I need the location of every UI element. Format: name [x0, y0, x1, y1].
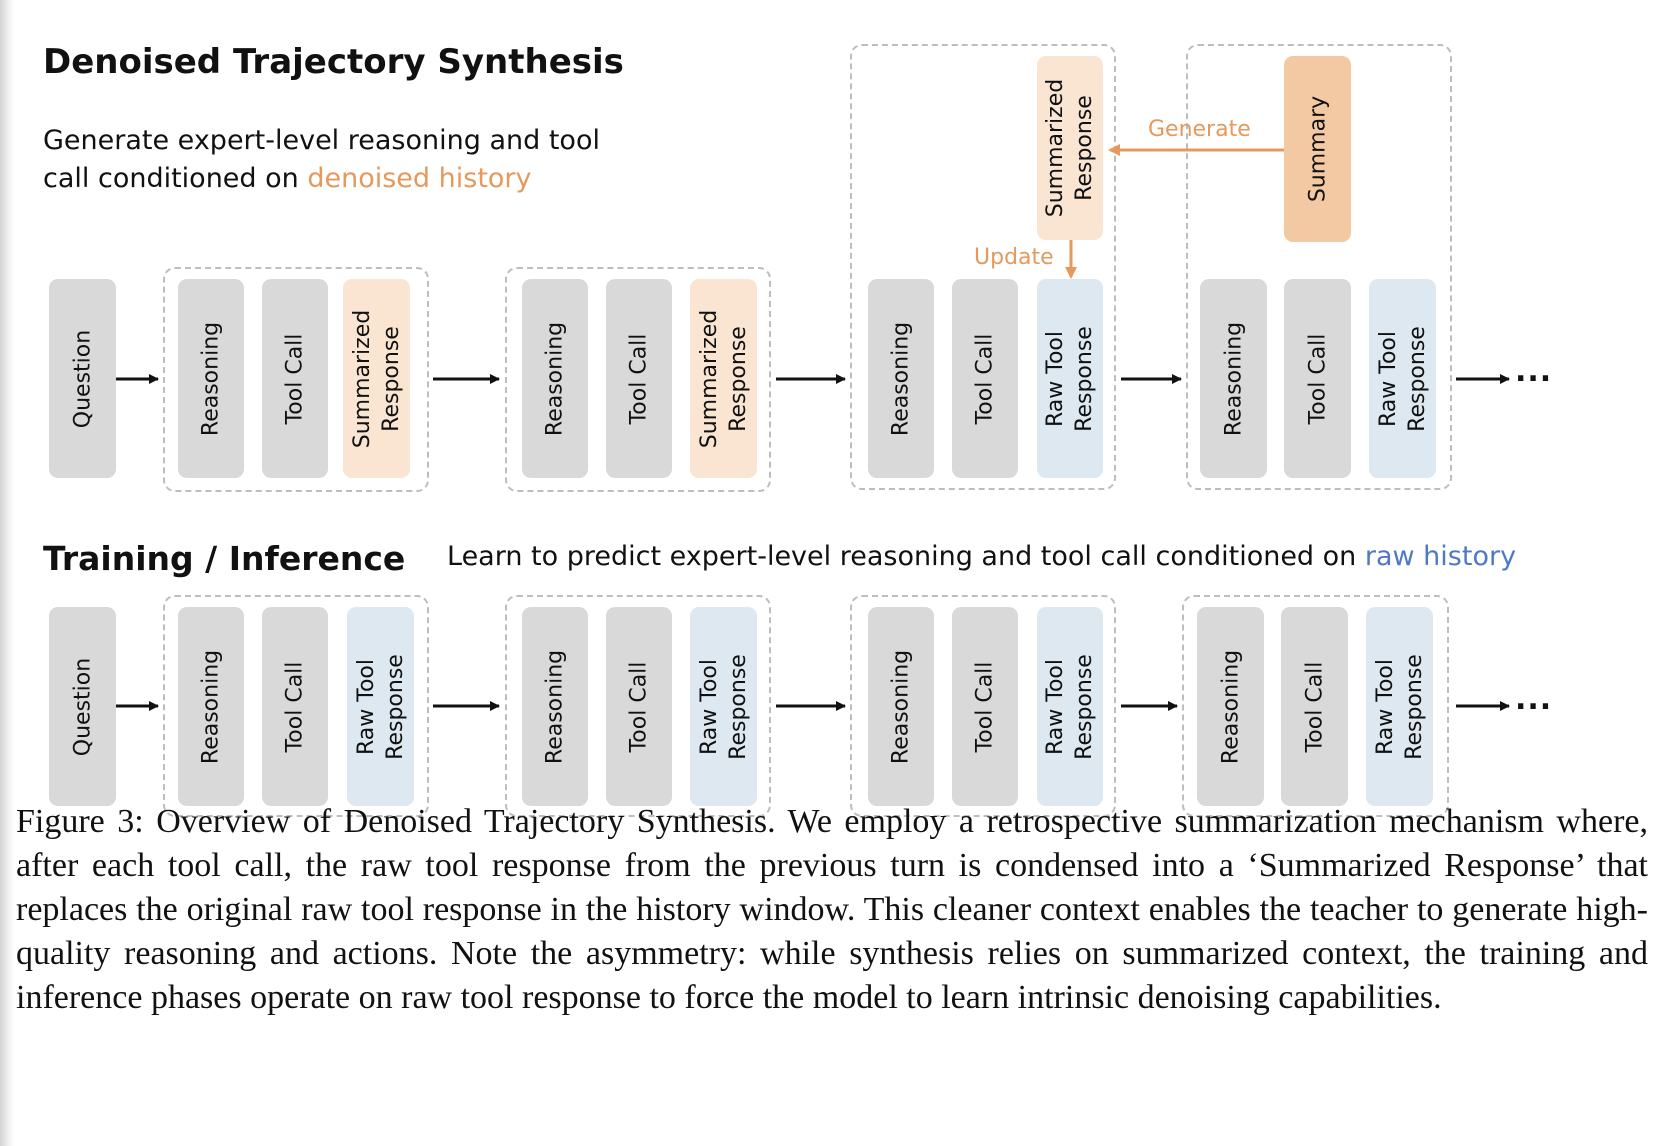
page-edge-shadow [0, 0, 14, 1146]
training-subtitle: Learn to predict expert-level reasoning … [447, 541, 1517, 572]
training-turn-3-tool-call: Tool Call [952, 607, 1018, 806]
flow-arrows [116, 144, 1510, 711]
training-turn-2-tool-call: Tool Call [606, 607, 672, 806]
synthesis-turn-3-reasoning: Reasoning [868, 279, 934, 478]
synthesis-turn-2-tool-call: Tool Call [606, 279, 672, 478]
synthesis-turn-3-tool-call: Tool Call [952, 279, 1018, 478]
synthesis-ellipsis: ... [1515, 354, 1553, 389]
synthesis-subtitle-line1: Generate expert-level reasoning and tool [43, 125, 600, 156]
synthesis-subtitle-line2: call conditioned on denoised history [43, 163, 532, 194]
synthesis-turn-2-group [505, 267, 771, 492]
training-turn-1-group [163, 595, 429, 817]
synthesis-turn-4-tool-call: Tool Call [1284, 279, 1351, 478]
synthesis-subtitle: Generate expert-level reasoning and tool… [43, 122, 600, 198]
synthesis-turn-1-reasoning: Reasoning [178, 279, 244, 478]
training-question-box: Question [49, 607, 116, 806]
training-turn-1-tool-call: Tool Call [262, 607, 328, 806]
training-turn-4-group [1182, 595, 1449, 817]
synthesis-turn-4-group [1186, 44, 1452, 490]
training-turn-2-group [505, 595, 771, 817]
denoised-history-highlight: denoised history [307, 163, 532, 194]
training-turn-4-tool-call: Tool Call [1281, 607, 1348, 806]
training-turn-2-reasoning: Reasoning [522, 607, 588, 806]
synthesis-question-box: Question [49, 279, 116, 478]
training-ellipsis: ... [1515, 682, 1553, 717]
synthesis-title: Denoised Trajectory Synthesis [43, 42, 624, 82]
synthesis-turn-3-group [850, 44, 1116, 490]
figure-caption: Figure 3: Overview of Denoised Trajector… [16, 803, 1648, 1016]
generate-label: Generate [1148, 117, 1251, 142]
synthesis-turn-1-group [163, 267, 429, 492]
synthesis-turn-4-reasoning: Reasoning [1200, 279, 1267, 478]
synthesis-turn-1-tool-call: Tool Call [262, 279, 328, 478]
raw-history-highlight: raw history [1364, 541, 1517, 572]
synthesis-summary-box: Summary [1284, 56, 1351, 242]
training-title: Training / Inference [43, 539, 406, 578]
training-turn-3-reasoning: Reasoning [868, 607, 934, 806]
synthesis-turn-2-reasoning: Reasoning [522, 279, 588, 478]
update-label: Update [974, 245, 1054, 270]
training-turn-1-reasoning: Reasoning [178, 607, 244, 806]
training-turn-4-reasoning: Reasoning [1197, 607, 1264, 806]
training-turn-3-group [850, 595, 1116, 817]
